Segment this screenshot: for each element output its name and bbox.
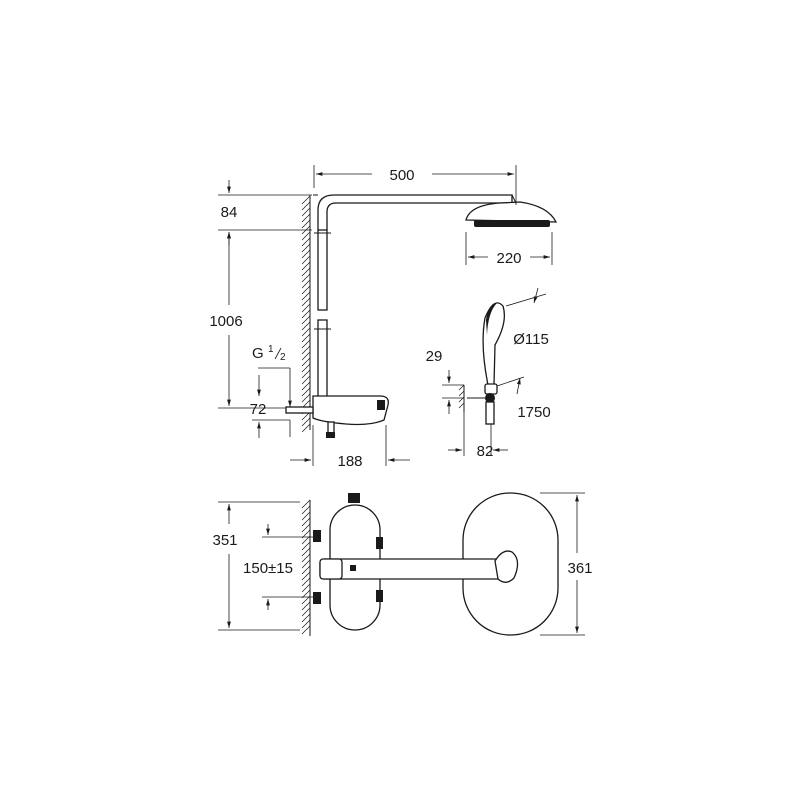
hatch-line bbox=[301, 243, 311, 253]
hatch-line bbox=[301, 201, 311, 211]
hatch-line bbox=[301, 381, 311, 391]
hatch-line bbox=[301, 237, 311, 247]
hatch-line bbox=[301, 285, 311, 295]
dim-361: 361 bbox=[540, 492, 593, 636]
hatch-line bbox=[301, 505, 311, 515]
hatch-line bbox=[301, 547, 311, 557]
hatch-line bbox=[301, 195, 311, 205]
hatch-line bbox=[301, 339, 311, 349]
hatch-line bbox=[301, 511, 311, 521]
dim-84-1006: 84 1006 bbox=[209, 180, 312, 409]
dim-500: 500 bbox=[313, 165, 517, 205]
hatch-line bbox=[301, 423, 311, 433]
shower-arm bbox=[317, 194, 513, 230]
thread-label: G bbox=[252, 345, 264, 362]
dim-82: 82 bbox=[448, 412, 508, 460]
side-view: 500 220 84 1006 G 1 2 bbox=[209, 165, 558, 470]
hatch-line bbox=[301, 357, 311, 367]
hatch-line bbox=[301, 207, 311, 217]
hatch-line bbox=[301, 363, 311, 373]
dim-220: 220 bbox=[465, 232, 553, 267]
hatch-line bbox=[301, 613, 311, 623]
hatch-line bbox=[301, 231, 311, 241]
hatch-line bbox=[301, 261, 311, 271]
thread-sup: 1 bbox=[268, 344, 274, 355]
hatch-line bbox=[301, 297, 311, 307]
dim-84-label: 84 bbox=[221, 204, 238, 221]
hatch-line bbox=[301, 369, 311, 379]
hatch-line bbox=[301, 375, 311, 385]
hatch-line bbox=[301, 249, 311, 259]
hatch-line bbox=[301, 583, 311, 593]
hatch-line bbox=[301, 321, 311, 331]
dim-351: 351 bbox=[212, 501, 300, 631]
hatch-line bbox=[301, 553, 311, 563]
hatch-line bbox=[301, 291, 311, 301]
thread-sub: 2 bbox=[280, 352, 286, 363]
hatch-line bbox=[301, 565, 311, 575]
hatch-line bbox=[301, 523, 311, 533]
hatch-line bbox=[301, 517, 311, 527]
hatch-line bbox=[301, 303, 311, 313]
hatch-line bbox=[301, 499, 311, 509]
dim-220-label: 220 bbox=[496, 250, 521, 267]
dim-72-label: 72 bbox=[250, 401, 267, 418]
front-view: 351 150±15 361 bbox=[212, 492, 593, 636]
dim-150: 150±15 bbox=[243, 524, 313, 610]
dim-1750-label: 1750 bbox=[517, 404, 550, 421]
hatch-line bbox=[301, 351, 311, 361]
dim-82-label: 82 bbox=[477, 443, 494, 460]
hatch-line bbox=[301, 315, 311, 325]
dim-351-label: 351 bbox=[212, 532, 237, 549]
hatch-line bbox=[301, 387, 311, 397]
dim-29: 29 bbox=[426, 348, 464, 414]
thermostat-side bbox=[285, 395, 389, 438]
hatch-line bbox=[301, 571, 311, 581]
dim-188-label: 188 bbox=[337, 453, 362, 470]
dim-115-label: Ø115 bbox=[513, 331, 549, 348]
dim-1006-label: 1006 bbox=[209, 313, 242, 330]
hatch-line bbox=[301, 345, 311, 355]
wall-hatch bbox=[301, 195, 311, 433]
riser-pipe bbox=[314, 229, 331, 399]
hatch-line bbox=[301, 333, 311, 343]
hatch-line bbox=[301, 559, 311, 569]
dim-thread-72: G 1 2 72 bbox=[250, 344, 292, 438]
hatch-line bbox=[301, 267, 311, 277]
dim-29-label: 29 bbox=[426, 348, 443, 365]
dim-500-label: 500 bbox=[389, 167, 414, 184]
hatch-line bbox=[301, 213, 311, 223]
dim-361-label: 361 bbox=[567, 560, 592, 577]
hatch-line bbox=[301, 619, 311, 629]
hatch-line bbox=[301, 255, 311, 265]
hatch-line bbox=[301, 393, 311, 403]
hatch-line bbox=[301, 309, 311, 319]
hatch-line bbox=[301, 625, 311, 635]
hatch-line bbox=[301, 279, 311, 289]
dim-115: Ø115 bbox=[496, 287, 549, 395]
hatch-line bbox=[301, 577, 311, 587]
dim-150-label: 150±15 bbox=[243, 560, 293, 577]
hand-shower bbox=[458, 302, 506, 425]
hatch-line bbox=[301, 327, 311, 337]
hatch-line bbox=[301, 273, 311, 283]
hatch-line bbox=[301, 601, 311, 611]
hatch-line bbox=[301, 541, 311, 551]
hatch-line bbox=[301, 219, 311, 229]
hatch-line bbox=[301, 417, 311, 427]
head-shower bbox=[465, 194, 558, 227]
dim-188: 188 bbox=[290, 425, 410, 470]
hatch-line bbox=[301, 607, 311, 617]
shelf-bar bbox=[319, 550, 519, 583]
